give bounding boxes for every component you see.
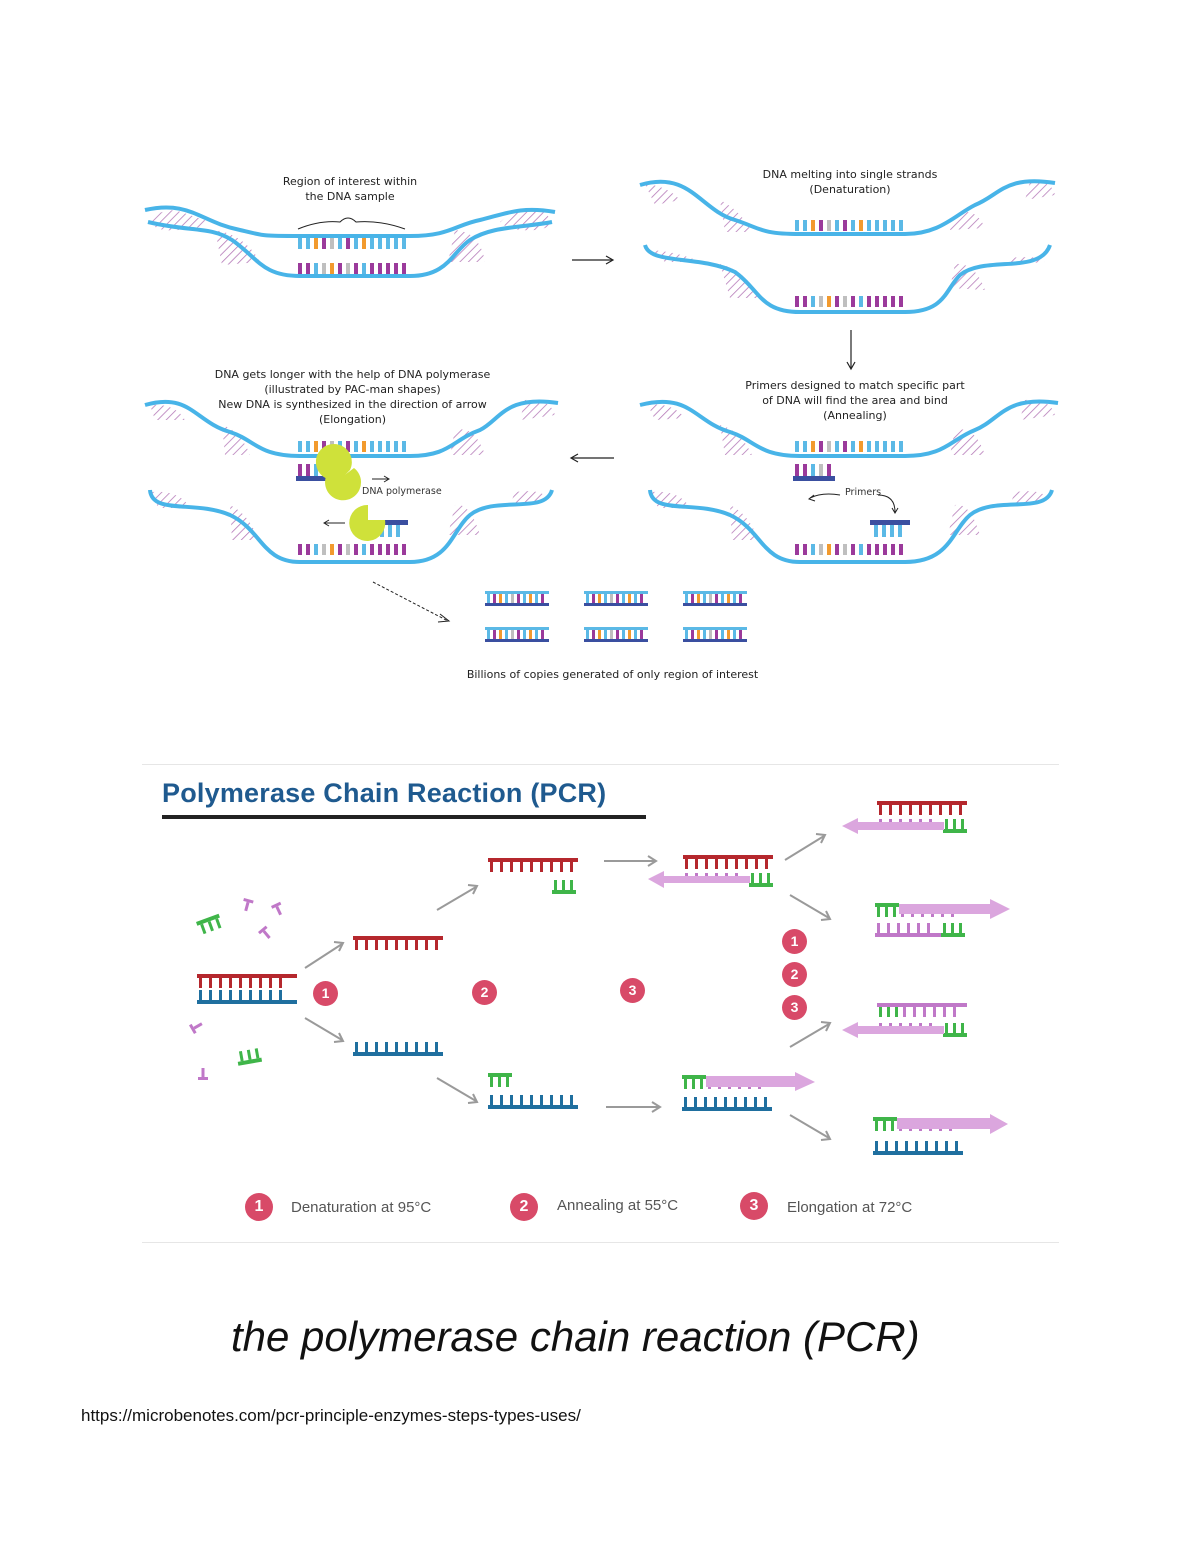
legend-annealing: Annealing at 55°C: [557, 1197, 679, 1214]
starting-double-strand: [197, 974, 297, 1004]
label-dna-polymerase: DNA polymerase: [362, 486, 442, 497]
arrow-left: [569, 453, 614, 463]
final-products: [842, 801, 1010, 1155]
label-line: (Elongation): [318, 413, 387, 426]
label-line: the DNA sample: [305, 190, 395, 203]
label-line: DNA gets longer with the help of DNA pol…: [214, 368, 491, 381]
arrow-right-1: [572, 255, 615, 265]
label-line: Primers designed to match specific part: [745, 379, 965, 392]
arrow-down: [846, 330, 856, 371]
pcr-panel-top-border: [142, 764, 1059, 765]
label-line: DNA melting into single strands: [762, 168, 938, 181]
label-line: of DNA will find the area and bind: [762, 394, 948, 407]
label-copies: Billions of copies generated of only reg…: [466, 668, 759, 681]
panel-region-of-interest: [144, 205, 556, 278]
source-link[interactable]: https://microbenotes.com/pcr-principle-e…: [81, 1406, 581, 1425]
pcr-steps-illustration: [144, 179, 1059, 642]
legend-badge-2: 2: [510, 1193, 538, 1221]
label-line: (Annealing): [823, 409, 887, 422]
legend-badge-3: 3: [740, 1192, 768, 1220]
legend-badge-1: 1: [245, 1193, 273, 1221]
pcr-flow-arrows: [304, 833, 832, 1141]
label-elongation: DNA gets longer with the help of DNA pol…: [200, 367, 505, 427]
panel-annealing: [639, 399, 1059, 564]
pcr-cycle-illustration: [189, 801, 1010, 1155]
label-line: (Denaturation): [809, 183, 891, 196]
panel-denaturation: [639, 179, 1056, 314]
label-line: (illustrated by PAC-man shapes): [264, 383, 441, 396]
label-primers: Primers: [845, 487, 882, 498]
label-region-of-interest: Region of interest within the DNA sample: [250, 174, 450, 204]
arrow-diagonal: [372, 581, 451, 623]
label-line: Region of interest within: [282, 175, 418, 188]
free-primers-and-nucleotides: [189, 898, 282, 1080]
pcr-title: Polymerase Chain Reaction (PCR): [162, 778, 607, 808]
pcr-panel-bottom-border: [142, 1242, 1059, 1243]
cycle-marker-2: 2: [782, 962, 807, 987]
panel-elongation: [144, 399, 559, 564]
figure-caption: the polymerase chain reaction (PCR): [231, 1313, 920, 1360]
cycle-marker-1: 1: [782, 929, 807, 954]
elongated-strands: [648, 855, 815, 1111]
pcr-title-underline: [162, 815, 646, 819]
step-marker-1: 1: [313, 981, 338, 1006]
denatured-strands: [353, 936, 443, 1056]
legend-elongation: Elongation at 72°C: [787, 1199, 913, 1216]
cycle-marker-3: 3: [782, 995, 807, 1020]
step-marker-3: 3: [620, 978, 645, 1003]
label-denaturation: DNA melting into single strands (Denatur…: [740, 167, 960, 197]
annealed-strands: [488, 858, 578, 1109]
label-annealing: Primers designed to match specific part …: [735, 378, 975, 423]
label-line: New DNA is synthesized in the direction …: [218, 398, 487, 411]
step-marker-2: 2: [472, 980, 497, 1005]
legend-denaturation: Denaturation at 95°C: [291, 1199, 432, 1216]
